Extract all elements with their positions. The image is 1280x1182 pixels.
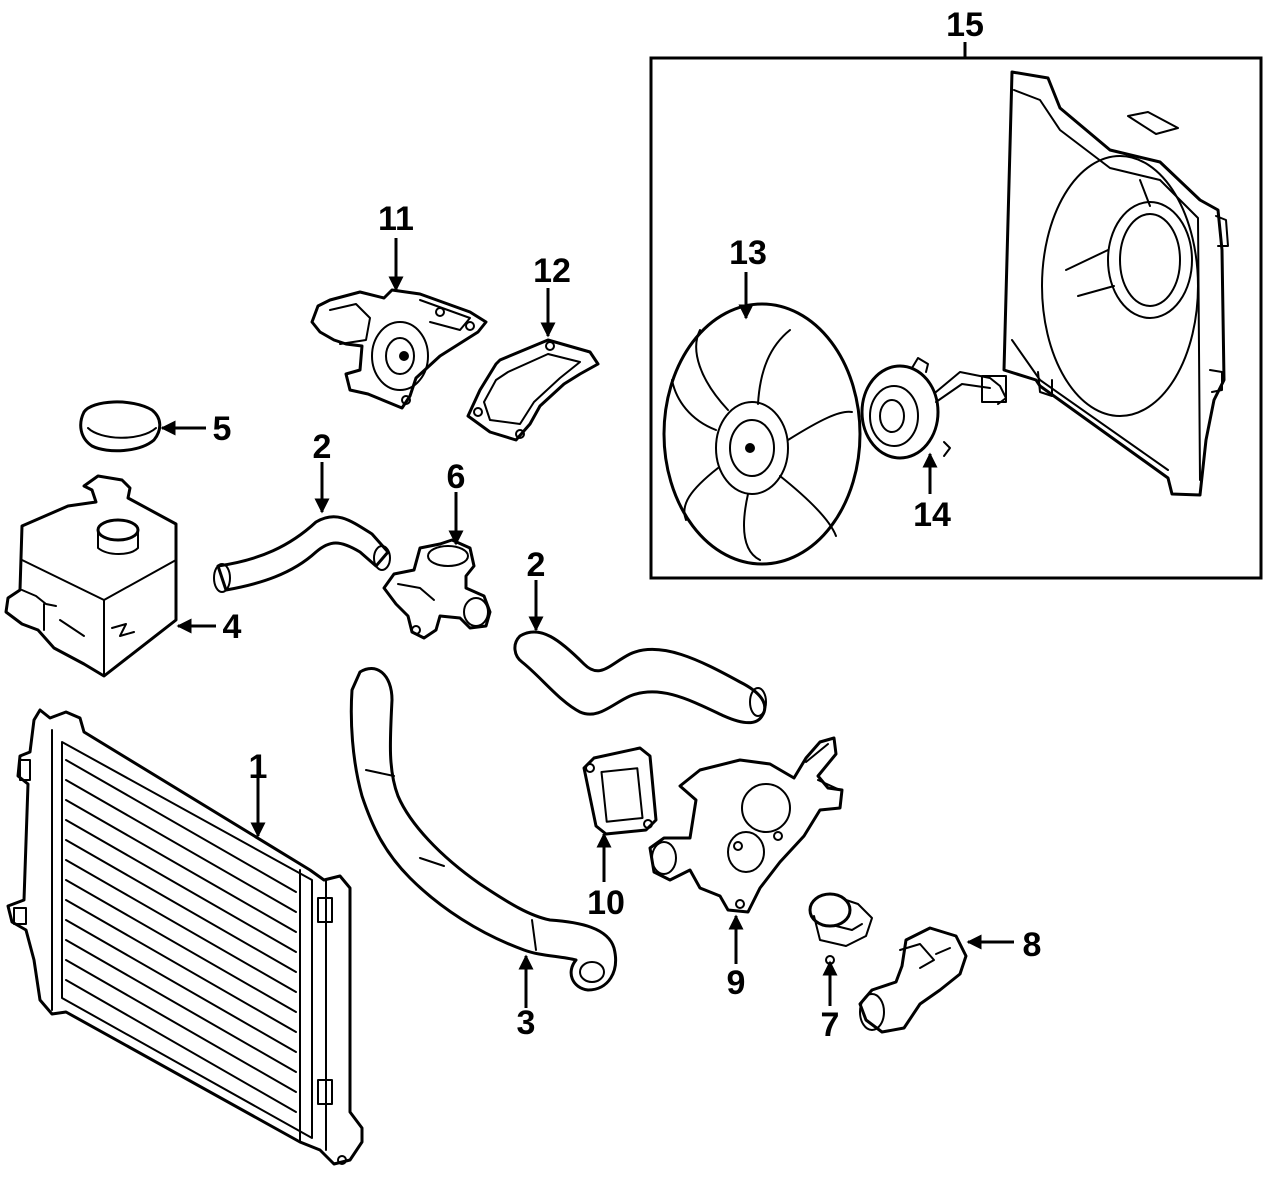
fan-shroud [1002, 70, 1229, 497]
callout-2a: 2 [313, 428, 332, 466]
pump-gasket [466, 338, 600, 442]
thermostat [808, 892, 873, 965]
callout-13: 13 [729, 234, 767, 272]
callout-15: 15 [946, 6, 984, 44]
fan-assembly-box [649, 56, 1263, 580]
thermostat-housing [648, 736, 844, 914]
callout-6: 6 [447, 458, 466, 496]
callout-14: 14 [913, 496, 951, 534]
callout-2b: 2 [527, 546, 546, 584]
water-pump [310, 288, 488, 410]
callout-7: 7 [821, 1006, 840, 1044]
coolant-reservoir [4, 474, 178, 678]
lower-hose [349, 667, 617, 992]
fan-assembly-group: 15 13 [649, 6, 1263, 580]
radiator [6, 708, 364, 1166]
callout-12: 12 [533, 252, 571, 290]
upper-hose-b [513, 630, 767, 725]
upper-hose-a [213, 515, 391, 593]
callout-5: 5 [213, 410, 232, 448]
water-outlet-fitting [382, 538, 492, 640]
fan-blade [662, 302, 862, 566]
callout-9: 9 [727, 964, 746, 1002]
callout-11: 11 [378, 200, 414, 238]
outlet-gasket [582, 746, 658, 836]
fan-motor [860, 357, 1007, 460]
callout-10: 10 [587, 884, 625, 922]
callout-4: 4 [223, 608, 242, 646]
callout-3: 3 [517, 1004, 536, 1042]
callout-1: 1 [249, 748, 268, 786]
callout-8: 8 [1023, 926, 1042, 964]
water-inlet [858, 926, 968, 1034]
reservoir-cap [79, 400, 162, 453]
